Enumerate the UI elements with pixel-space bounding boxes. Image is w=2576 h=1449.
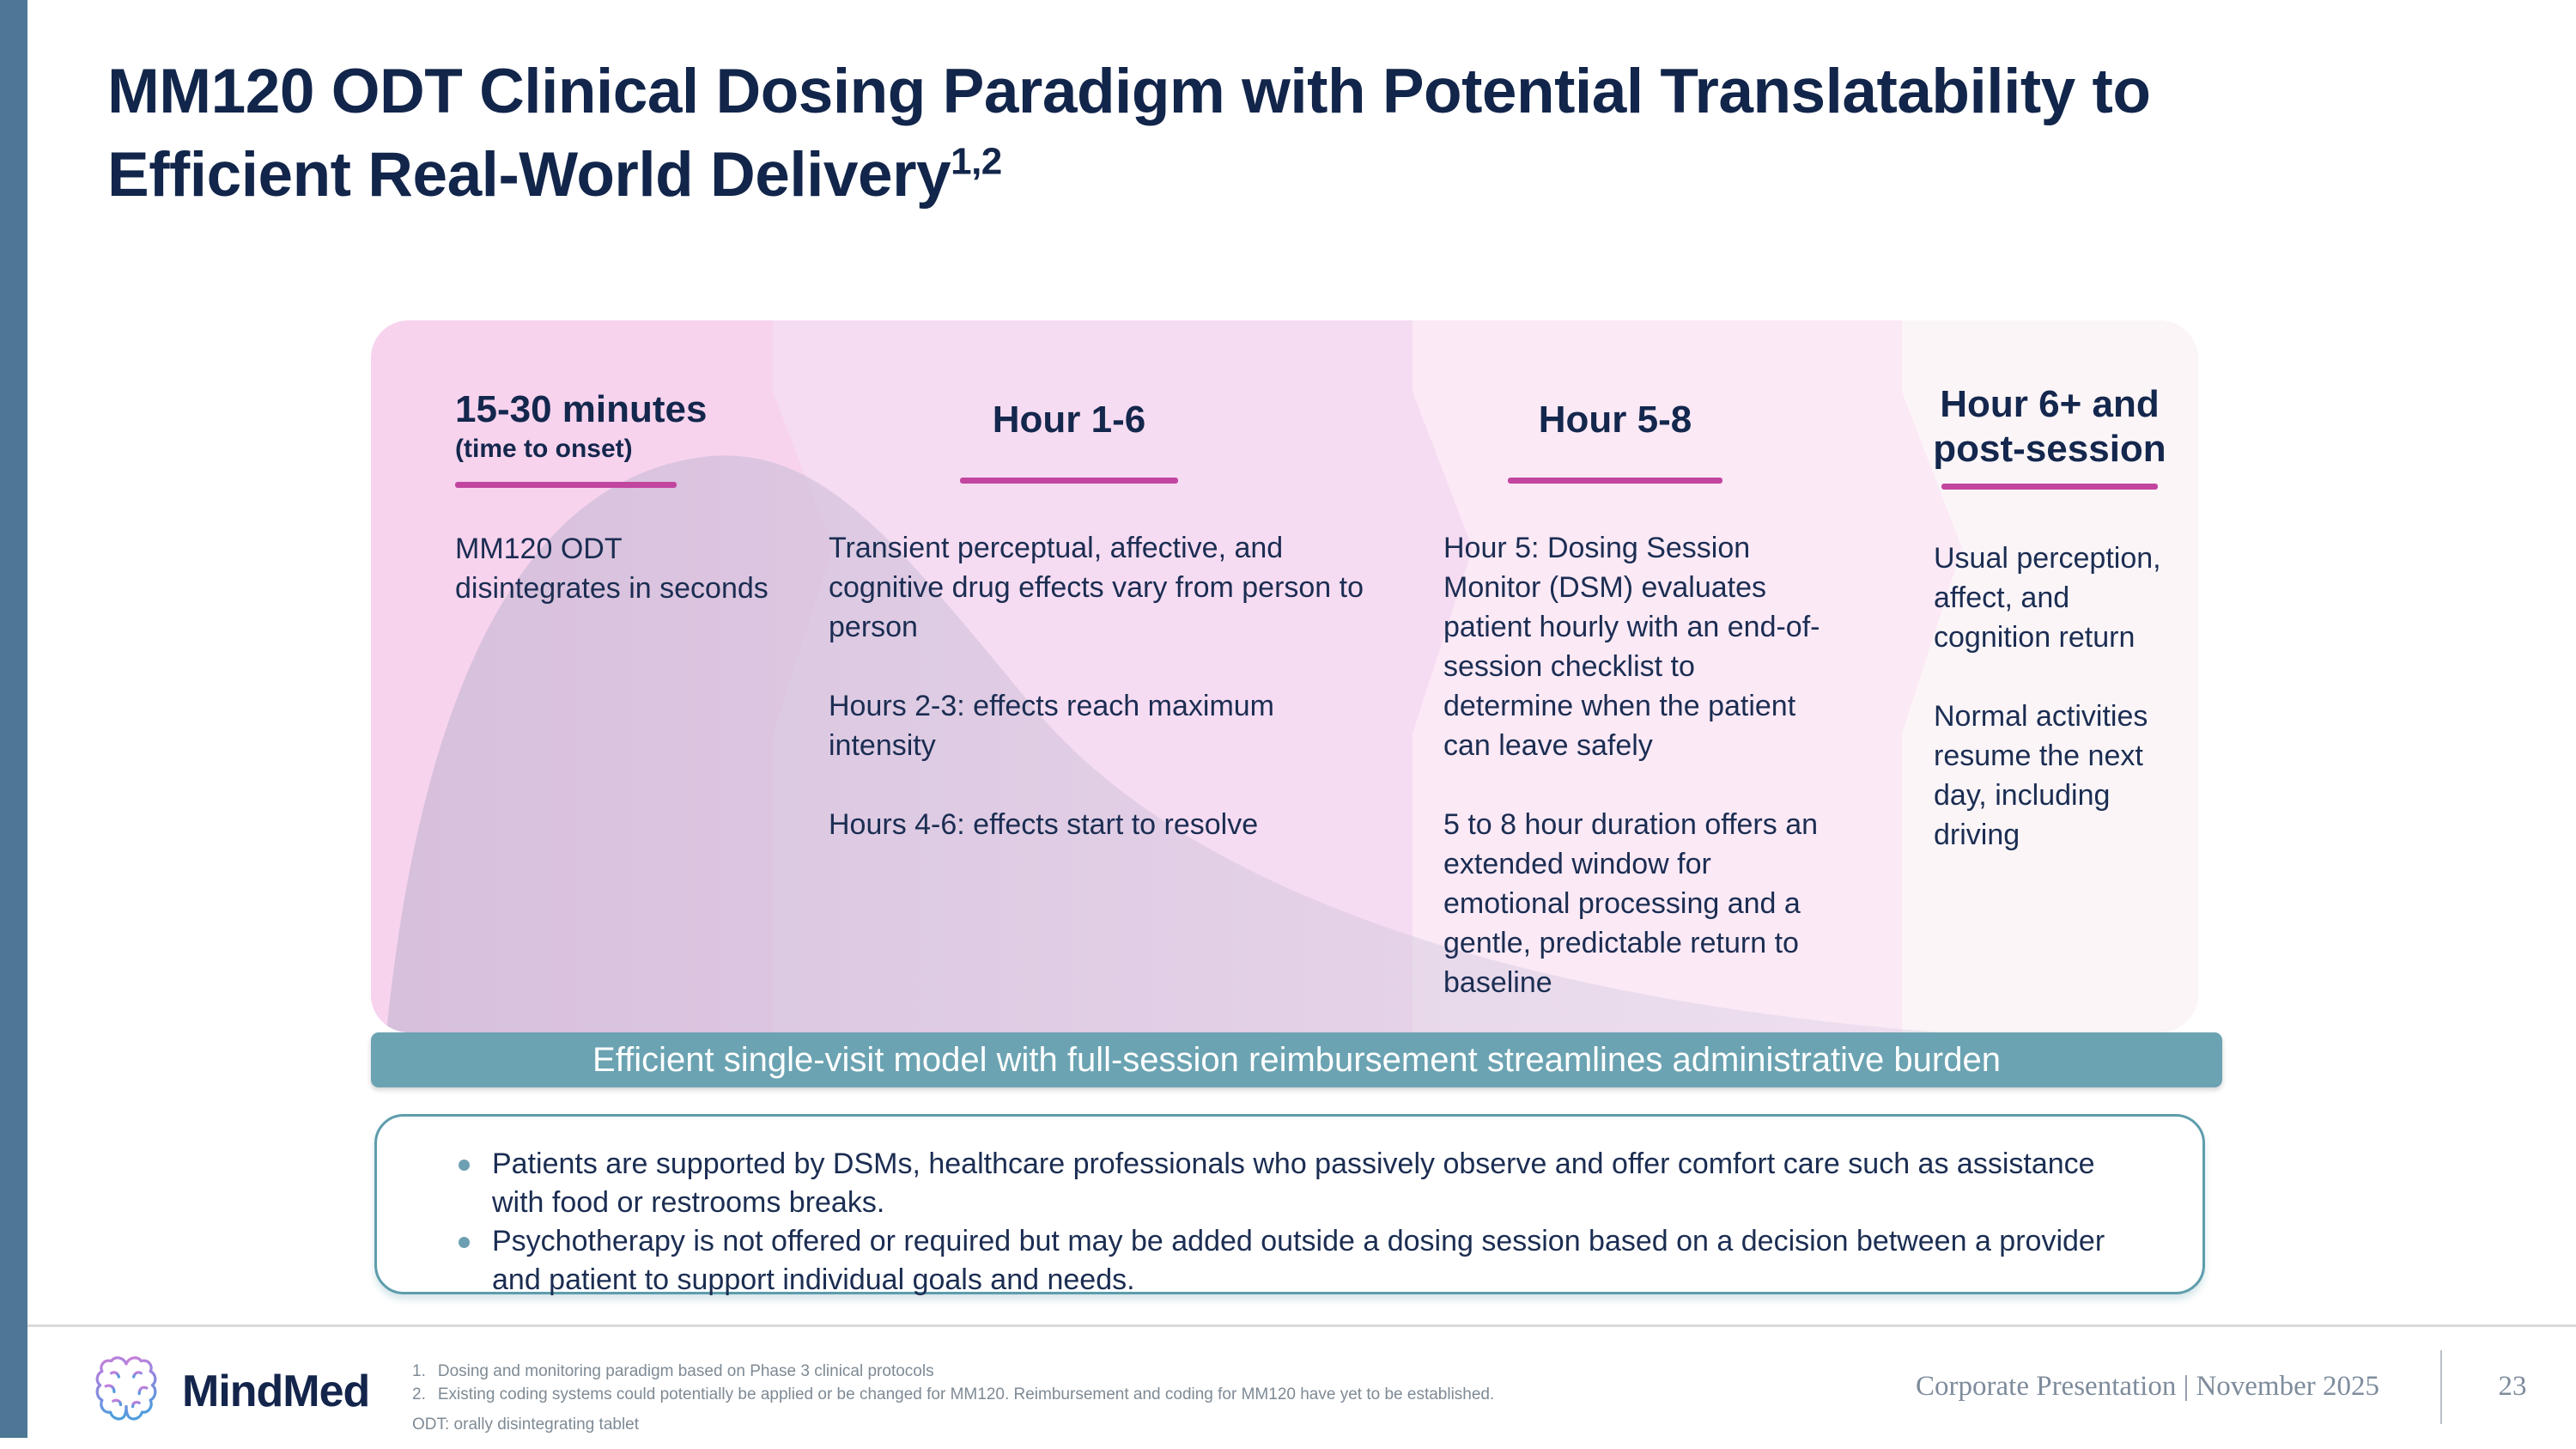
bullet-dot-icon bbox=[459, 1160, 470, 1171]
header-underline bbox=[1508, 478, 1722, 484]
footnote-number: 2. bbox=[412, 1385, 426, 1403]
benefit-banner: Efficient single-visit model with full-s… bbox=[371, 1032, 2222, 1087]
title-line-2: Efficient Real-World Delivery bbox=[107, 140, 951, 210]
left-accent-bar bbox=[0, 0, 27, 1438]
column-header: Hour 1-6 bbox=[992, 399, 1146, 441]
mindmed-logo-wordmark: MindMed bbox=[182, 1367, 370, 1416]
note-text: Psychotherapy is not offered or required… bbox=[492, 1225, 2105, 1296]
bullet-dot-icon bbox=[459, 1237, 470, 1248]
column-subheader: (time to onset) bbox=[455, 435, 633, 463]
column-paragraph: 5 to 8 hour duration offers an extended … bbox=[1443, 808, 1819, 999]
title-line-1: MM120 ODT Clinical Dosing Paradigm with … bbox=[107, 57, 2151, 126]
drug-effect-curve-shape bbox=[386, 455, 1941, 1032]
presentation-label: Corporate Presentation | November 2025 bbox=[1916, 1371, 2379, 1402]
header-underline bbox=[1941, 484, 2158, 490]
column-header: Hour 5-8 bbox=[1538, 399, 1692, 441]
page-title: MM120 ODT Clinical Dosing Paradigm with … bbox=[107, 50, 2426, 216]
footnote-text: Dosing and monitoring paradigm based on … bbox=[437, 1362, 934, 1380]
brain-logo-icon bbox=[95, 1356, 157, 1421]
notes-box: Patients are supported by DSMs, healthca… bbox=[374, 1114, 2205, 1296]
header-underline bbox=[455, 482, 677, 488]
note-text: Patients are supported by DSMs, healthca… bbox=[492, 1148, 2095, 1219]
footnote-2: 2. Existing coding systems could potenti… bbox=[412, 1383, 1700, 1406]
footer-divider bbox=[27, 1324, 2576, 1327]
column-paragraph: Usual perception, affect, and cognition … bbox=[1934, 542, 2161, 654]
footnote-number: 1. bbox=[412, 1362, 426, 1380]
column-paragraph: Normal activities resume the next day, i… bbox=[1934, 700, 2148, 851]
list-item: Psychotherapy is not offered or required… bbox=[459, 1222, 2151, 1300]
timeline-column-onset: 15-30 minutes (time to onset) MM120 ODT … bbox=[455, 387, 794, 608]
column-header: Hour 6+ and post-session bbox=[1933, 383, 2166, 470]
page-number-divider bbox=[2440, 1350, 2442, 1424]
notes-bullet-list: Patients are supported by DSMs, healthca… bbox=[459, 1145, 2151, 1300]
page-number: 23 bbox=[2498, 1371, 2527, 1402]
timeline-column-hour-5-8: Hour 5-8 Hour 5: Dosing Session Monitor … bbox=[1443, 398, 1838, 1002]
column-header: 15-30 minutes bbox=[455, 388, 708, 430]
list-item: Patients are supported by DSMs, healthca… bbox=[459, 1145, 2151, 1222]
column-paragraph: Hours 4-6: effects start to resolve bbox=[829, 808, 1259, 841]
header-underline bbox=[960, 478, 1178, 484]
abbreviation-note: ODT: orally disintegrating tablet bbox=[412, 1416, 640, 1434]
timeline-column-hour-1-6: Hour 1-6 Transient perceptual, affective… bbox=[829, 398, 1387, 844]
footnotes: 1. Dosing and monitoring paradigm based … bbox=[412, 1360, 1700, 1406]
footnote-1: 1. Dosing and monitoring paradigm based … bbox=[412, 1360, 1700, 1383]
column-paragraph: Transient perceptual, affective, and cog… bbox=[829, 532, 1364, 643]
column-paragraph: MM120 ODT disintegrates in seconds bbox=[455, 533, 769, 605]
timeline-panel: 15-30 minutes (time to onset) MM120 ODT … bbox=[371, 320, 2198, 1032]
timeline-column-post-session: Hour 6+ and post-session Usual perceptio… bbox=[1908, 382, 2191, 855]
column-paragraph: Hour 5: Dosing Session Monitor (DSM) eva… bbox=[1443, 532, 1820, 762]
title-superscript: 1,2 bbox=[951, 140, 1002, 183]
column-paragraph: Hours 2-3: effects reach maximum intensi… bbox=[829, 690, 1274, 762]
benefit-banner-text: Efficient single-visit model with full-s… bbox=[592, 1040, 2001, 1079]
footnote-text: Existing coding systems could potentiall… bbox=[437, 1385, 1495, 1403]
